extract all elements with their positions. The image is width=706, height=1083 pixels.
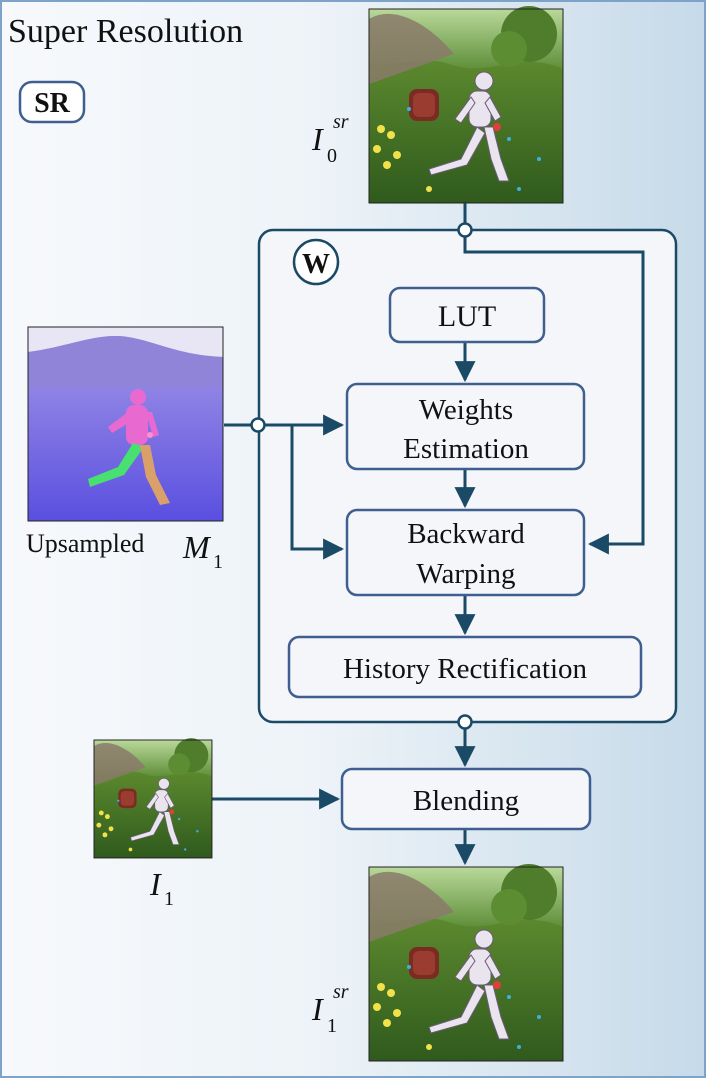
edge-motion-to-warping	[290, 425, 345, 560]
prev-sr-label-sup: sr	[333, 111, 349, 133]
output-sr-label-sub: 1	[327, 1015, 337, 1037]
w-badge-label: W	[302, 249, 330, 280]
weights-label-line1: Weights	[419, 394, 513, 426]
motion-label-sub: 1	[213, 551, 223, 573]
top-junction-node	[457, 222, 473, 238]
bottom-junction-node	[457, 714, 473, 730]
sr-badge-frame	[18, 80, 86, 124]
weights-estimation-box	[345, 382, 586, 471]
history-label: History Rectification	[343, 653, 588, 685]
lut-box	[388, 286, 546, 344]
upsampled-label: Upsampled	[26, 529, 144, 558]
prev-sr-label-sub: 0	[327, 145, 337, 167]
edge-history-to-warping	[463, 236, 645, 555]
output-sr-image	[368, 863, 564, 1062]
motion-map-image	[27, 326, 224, 522]
backward-warping-box	[345, 508, 586, 597]
output-sr-label-base: I	[311, 991, 324, 1027]
w-badge-frame	[292, 238, 340, 286]
blending-label: Blending	[413, 785, 519, 817]
motion-label-base: M	[182, 529, 212, 565]
blending-box	[340, 767, 592, 831]
motion-junction-node	[250, 417, 266, 433]
current-label-sub: 1	[164, 888, 174, 910]
output-sr-label-sup: sr	[333, 981, 349, 1003]
current-label-base: I	[149, 866, 162, 902]
lut-label: LUT	[438, 300, 496, 333]
weights-label-line2: Estimation	[403, 433, 529, 465]
diagram-title: Super Resolution	[8, 13, 243, 50]
history-rectification-box	[287, 635, 643, 699]
sr-badge-label: SR	[34, 88, 71, 119]
prev-sr-image	[368, 5, 564, 204]
prev-sr-label-base: I	[311, 121, 324, 157]
current-lr-image	[93, 737, 213, 859]
backward-label-line1: Backward	[407, 518, 525, 550]
backward-label-line2: Warping	[416, 558, 515, 590]
